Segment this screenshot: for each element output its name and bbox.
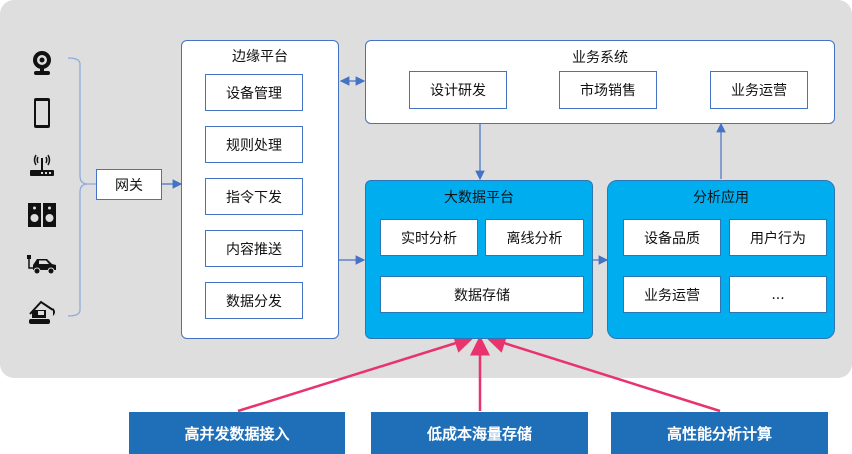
edge-item-data-distribution[interactable]: 数据分发 — [205, 282, 303, 319]
edge-item-rule-processing[interactable]: 规则处理 — [205, 126, 303, 163]
excavator-icon — [29, 300, 55, 324]
business-system-title: 业务系统 — [572, 50, 628, 66]
edge-item-label: 设备管理 — [226, 85, 282, 102]
feature-high-performance-compute: 高性能分析计算 — [611, 412, 828, 454]
feature-high-concurrency-ingest: 高并发数据接入 — [129, 412, 345, 454]
analytics-apps: 分析应用 — [607, 180, 835, 339]
big-data-platform: 大数据平台 — [365, 180, 593, 339]
bigdata-item-label: 离线分析 — [506, 230, 563, 247]
analytics-item-more[interactable]: ... — [729, 276, 827, 313]
arrow-feature-3 — [485, 333, 721, 413]
analytics-item-label: 用户行为 — [750, 230, 806, 247]
webcam-icon — [33, 51, 51, 75]
bigdata-item-storage[interactable]: 数据存储 — [380, 276, 584, 313]
business-item-sales[interactable]: 市场销售 — [559, 71, 657, 109]
edge-item-command-dispatch[interactable]: 指令下发 — [205, 178, 303, 215]
analytics-item-label: 设备品质 — [644, 230, 700, 247]
router-icon — [30, 154, 54, 176]
analytics-item-quality[interactable]: 设备品质 — [623, 219, 721, 256]
analytics-item-user-behavior[interactable]: 用户行为 — [729, 219, 827, 256]
arrow-feature-1 — [237, 333, 475, 413]
edge-item-label: 内容推送 — [226, 241, 282, 258]
analytics-item-label: ... — [771, 286, 785, 303]
gateway-box[interactable]: 网关 — [96, 169, 162, 200]
bigdata-item-label: 数据存储 — [454, 287, 510, 304]
bigdata-item-offline[interactable]: 离线分析 — [485, 219, 584, 256]
gateway-label: 网关 — [115, 177, 143, 194]
edge-item-content-push[interactable]: 内容推送 — [205, 230, 303, 267]
bigdata-item-realtime[interactable]: 实时分析 — [380, 219, 478, 256]
electric-car-icon — [27, 255, 56, 275]
feature-label: 低成本海量存储 — [426, 424, 532, 443]
device-bracket — [67, 57, 89, 317]
business-item-label: 业务运营 — [731, 83, 787, 99]
edge-platform-title: 边缘平台 — [232, 49, 288, 65]
analytics-item-label: 业务运营 — [644, 287, 700, 304]
business-item-rnd[interactable]: 设计研发 — [409, 71, 507, 109]
business-item-label: 设计研发 — [430, 83, 486, 99]
feature-label: 高性能分析计算 — [666, 424, 772, 443]
edge-item-label: 数据分发 — [226, 293, 282, 310]
feature-label: 高并发数据接入 — [184, 424, 290, 443]
edge-item-device-management[interactable]: 设备管理 — [205, 74, 303, 111]
edge-item-label: 规则处理 — [226, 137, 282, 154]
big-data-platform-title: 大数据平台 — [444, 190, 514, 206]
feature-low-cost-storage: 低成本海量存储 — [371, 412, 588, 454]
analytics-apps-title: 分析应用 — [693, 190, 749, 206]
bigdata-item-label: 实时分析 — [401, 230, 457, 247]
business-item-operations[interactable]: 业务运营 — [710, 71, 808, 109]
business-item-label: 市场销售 — [580, 83, 636, 99]
analytics-item-operations[interactable]: 业务运营 — [623, 276, 721, 313]
smartphone-icon — [34, 98, 50, 128]
speakers-icon — [28, 203, 56, 227]
edge-item-label: 指令下发 — [226, 189, 282, 206]
